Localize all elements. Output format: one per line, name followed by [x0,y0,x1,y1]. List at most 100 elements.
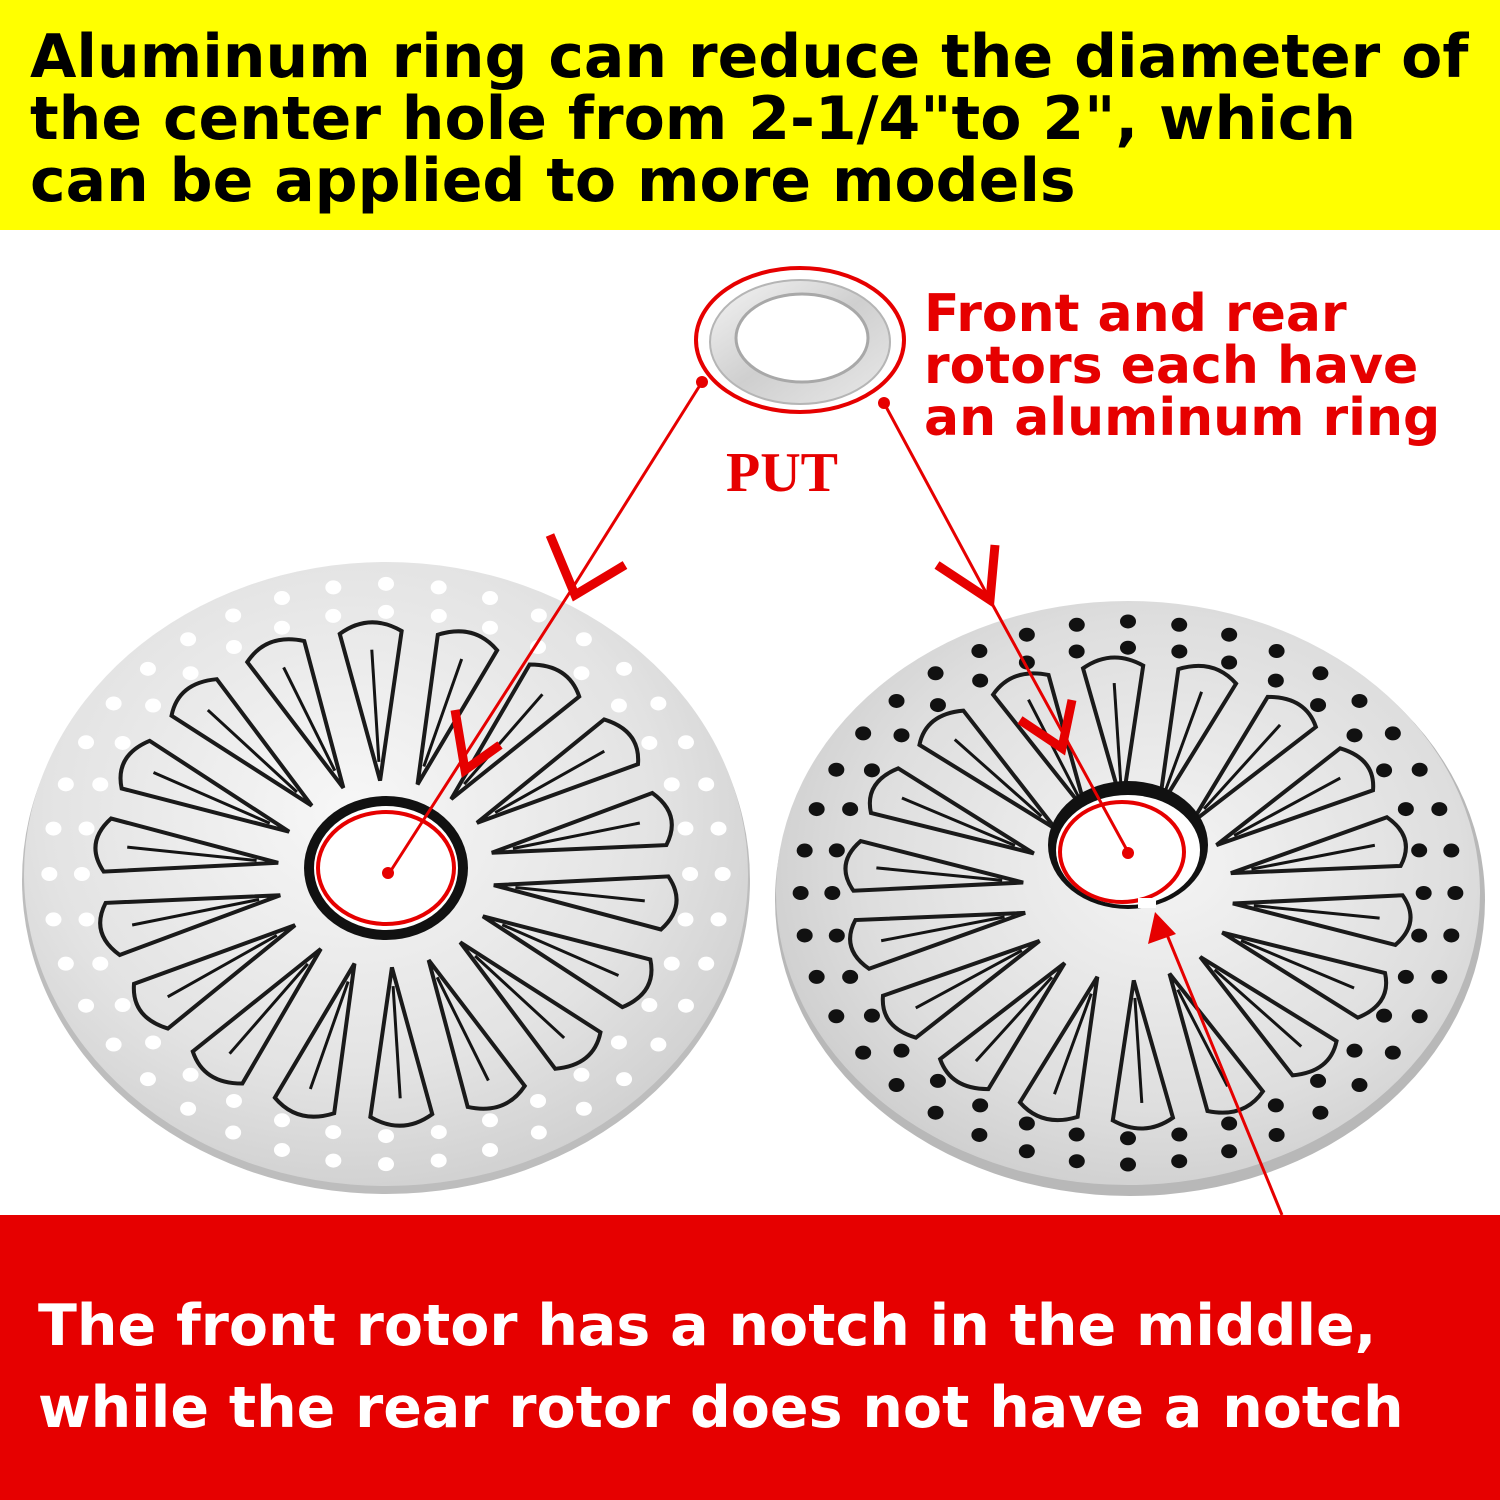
rotor-hole [1346,1043,1363,1058]
rotor-hole [139,1072,156,1087]
rotor-slot [391,986,402,1099]
rotor-hole [1120,640,1136,655]
rotor-slot [228,962,309,1055]
rotor-slot [422,658,464,768]
callout-text: Front and rear rotors each have an alumi… [924,284,1441,448]
rotor-hole [641,735,658,750]
rotor-slot-outline [368,966,435,1128]
rotor-hole [57,777,74,792]
rotor-hole [808,802,825,817]
bottom-banner: The front rotor has a notch in the middl… [0,1215,1500,1500]
rotor-hole [929,1073,946,1088]
rotor-slot-outline [131,923,297,1031]
rotor-hole [616,661,633,676]
rotor-slot-outline [1110,979,1176,1131]
rotor-slot-outline [118,738,291,834]
rotor-hole [677,998,694,1013]
rotor-hole [378,1129,394,1144]
rotor-hole [796,928,813,943]
rotor-hole [710,821,727,836]
rotor-slot [876,866,1003,882]
rotor-slot [915,949,1023,1010]
rotor-slot [370,649,381,762]
rotor-hole [482,591,499,606]
rotor-slot-outline [169,677,314,808]
rotor-slot-outline [458,940,603,1071]
rotor-hole [41,867,58,881]
rotor-hole [430,1153,447,1168]
rotor-hole [1268,644,1285,659]
rotor-hole [663,956,680,971]
rotor-hole [888,693,905,708]
rotor-hole [530,1093,547,1108]
rotor-hole [92,777,109,792]
rotor-hole [842,802,859,817]
rotor-hole [225,640,242,655]
rotor-hole [45,821,62,836]
rotor-hole [325,580,342,595]
rotor-hole [828,1009,845,1024]
rotor-hole [1351,693,1368,708]
rotor-hole [145,1035,162,1050]
rotor-hole [1171,1127,1188,1142]
rotor-slot [901,796,1016,847]
rear-rotor-image [775,601,1485,1196]
rotor-slot [1233,776,1341,837]
rotor-slot-outline [491,790,674,855]
rotor-hole [573,1067,590,1082]
front-rotor-slots [93,620,679,1128]
rotor-hole [677,735,694,750]
rotor-slot-outline [475,717,641,825]
rotor-hole [1397,802,1414,817]
rotor-hole [1310,1073,1327,1088]
rotor-slot [1112,682,1123,789]
rotor-hole [273,620,290,635]
rotor-hole [180,1101,197,1116]
rotor-hole [78,998,95,1013]
rotor-slot [463,693,544,786]
rotor-slot-outline [848,910,1026,971]
rotor-hole [1376,1008,1393,1023]
rotor-slot [206,708,298,794]
rotor-slot-outline [426,958,528,1111]
front-rotor-image [22,562,750,1194]
rotor-hole [430,608,447,623]
rotor-slot [953,738,1043,818]
rotor-hole [1411,843,1428,858]
rotor-hole [182,666,199,681]
rotor-hole [828,928,845,943]
rotor-slot-outline [1232,893,1413,948]
rotor-slot-outline [1198,955,1339,1078]
rotor-slot [1253,904,1380,920]
rotor-hole [828,843,845,858]
ring-highlight-circle [694,266,906,414]
rotor-slot-outline [1017,975,1100,1123]
rear-rotor-holes [792,614,1464,1172]
rotor-hole [1068,1127,1085,1142]
rotor-hole [430,1125,447,1140]
rotor-slot-outline [1221,930,1389,1020]
rotor-hole [863,763,880,778]
rotor-slot-outline [1215,746,1376,848]
rotor-hole [1120,1131,1136,1146]
rotor-hole [1171,617,1188,632]
rotor-hole [971,1127,988,1142]
rotor-hole [1018,1144,1035,1159]
rotor-hole [1221,1144,1238,1159]
rotor-hole [57,956,74,971]
rotor-hole [105,1037,122,1052]
rotor-slot-outline [449,662,582,801]
rotor-hole [225,608,242,623]
arrow-to-front-rotor [388,381,704,873]
rotor-hole [114,735,131,750]
rotor-hole [430,580,447,595]
rotor-slot [127,845,257,863]
rotor-hole [1267,673,1284,688]
rotor-hole [828,762,845,777]
rotor-hole [1221,627,1238,642]
rotor-slot [308,980,350,1090]
rotor-hole [682,867,699,881]
rotor-hole [1384,1045,1401,1060]
